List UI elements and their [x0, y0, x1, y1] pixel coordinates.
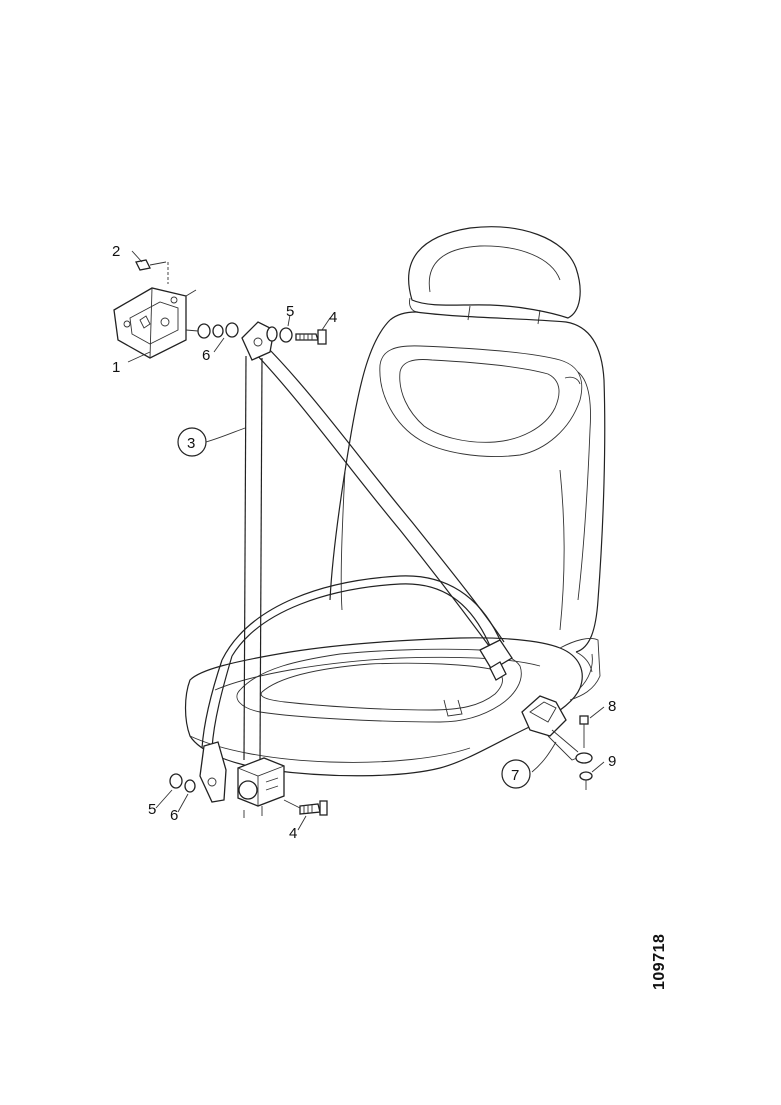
backrest [329, 311, 606, 653]
belt-tongue [479, 639, 513, 681]
label-6-upper: 6 [202, 347, 210, 364]
label-4-lower: 4 [289, 825, 297, 842]
lower-fasteners [169, 773, 328, 816]
label-6-lower: 6 [170, 807, 178, 824]
label-5-lower: 5 [148, 801, 156, 818]
upper-bracket [113, 287, 197, 359]
label-3: 3 [187, 435, 195, 452]
label-1: 1 [112, 359, 120, 376]
label-8: 8 [608, 698, 616, 715]
label-7: 7 [511, 767, 519, 784]
label-5-upper: 5 [286, 303, 294, 320]
top-bolt [135, 259, 169, 284]
buckle-bolt-and-nut [579, 715, 593, 790]
label-2: 2 [112, 243, 120, 260]
lower-anchor-plate [199, 741, 227, 803]
callout-circle-7 [501, 759, 531, 789]
label-9: 9 [608, 753, 616, 770]
upper-fasteners [185, 322, 327, 345]
leader-lines [127, 250, 605, 831]
figure-reference: 109718 [651, 934, 668, 990]
callout-circle-3 [177, 427, 207, 457]
retractor [237, 757, 285, 818]
buckle [521, 695, 593, 764]
seat-belt-webbing [201, 343, 505, 761]
label-4-upper: 4 [329, 309, 337, 326]
seat [184, 226, 606, 777]
headrest [408, 226, 581, 319]
